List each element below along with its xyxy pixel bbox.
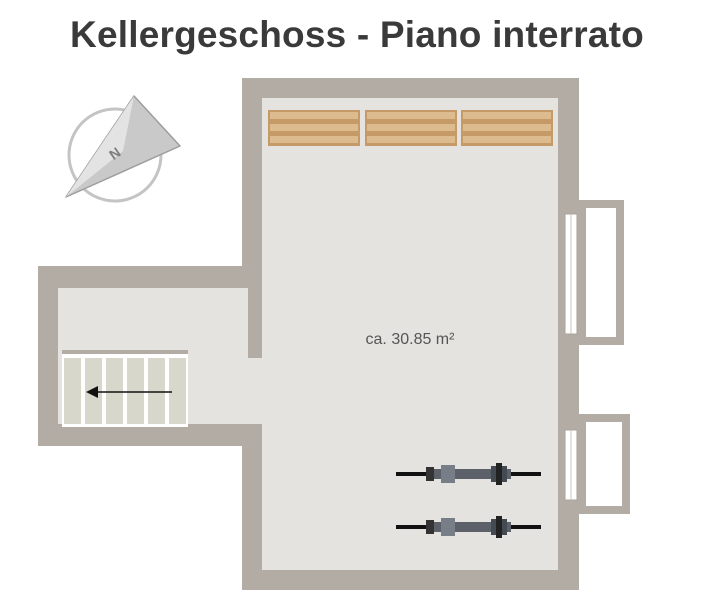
- compass-icon: N: [65, 95, 181, 203]
- stair-arrow-icon: [86, 386, 172, 398]
- area-label: ca. 30.85 m²: [366, 331, 456, 348]
- windows: [564, 213, 578, 501]
- pallet-1: [268, 110, 360, 146]
- floors: [58, 98, 622, 570]
- page-title: Kellergeschoss - Piano interrato: [70, 14, 644, 55]
- pallet-2: [365, 110, 457, 146]
- pallet-icon: [268, 110, 553, 146]
- stairs: [62, 350, 188, 427]
- pallet-3: [461, 110, 553, 146]
